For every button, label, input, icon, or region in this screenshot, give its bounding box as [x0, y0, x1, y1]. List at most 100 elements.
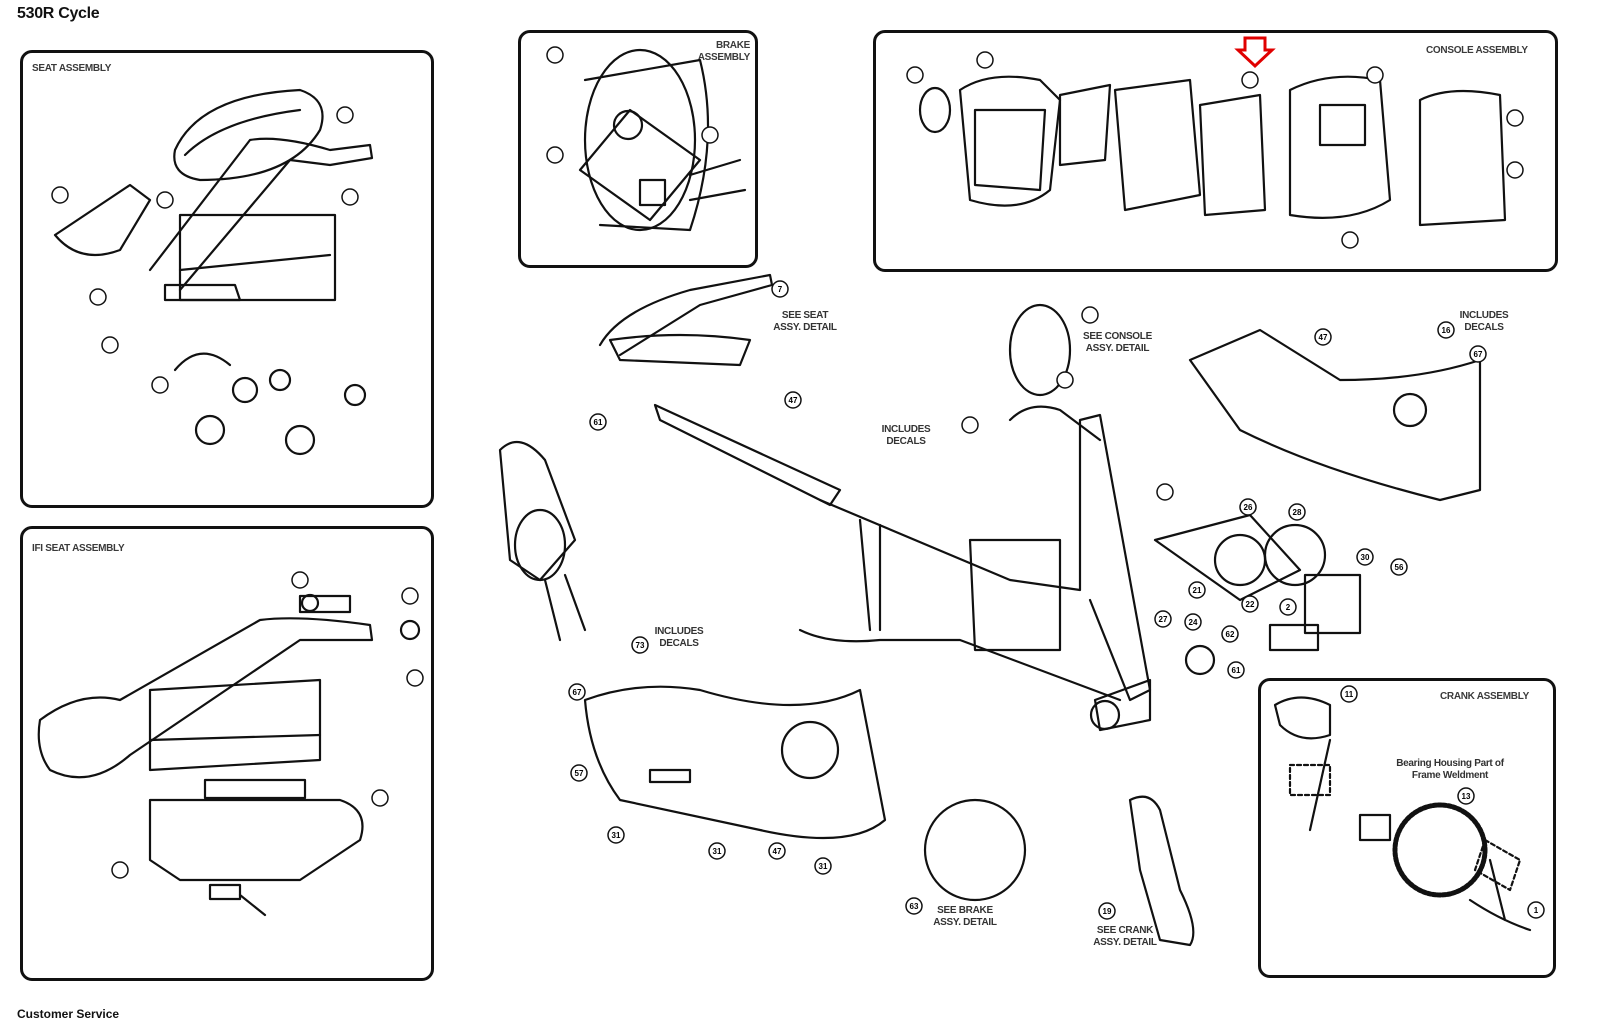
callout-balloon [401, 587, 419, 605]
callout-balloon [905, 897, 923, 915]
callout-balloon [568, 683, 586, 701]
callout-number: 61 [594, 418, 603, 427]
callout-balloon [976, 51, 994, 69]
see-crank-caption: SEE CRANK ASSY. DETAIL [1093, 925, 1157, 948]
callout-balloon [51, 186, 69, 204]
callout-balloon [291, 571, 309, 589]
console-assembly-panel [873, 30, 1558, 272]
callout-balloon [1390, 558, 1408, 576]
callout-balloon [546, 46, 564, 64]
callout-number: 56 [1395, 563, 1404, 572]
page-title: 530R Cycle [17, 5, 100, 22]
callout-balloon [1279, 598, 1297, 616]
callout-balloon [1239, 498, 1257, 516]
highlight-arrow-icon [1234, 36, 1276, 69]
callout-balloon [1469, 345, 1487, 363]
callout-number: 11 [1345, 690, 1354, 699]
callout-balloon [111, 861, 129, 879]
callout-balloon [768, 842, 786, 860]
callout-balloon [906, 66, 924, 84]
callout-balloon [814, 857, 832, 875]
callout-balloon [961, 416, 979, 434]
bearing-housing-caption: Bearing Housing Part of Frame Weldment [1396, 758, 1504, 781]
callout-balloon [89, 288, 107, 306]
callout-balloon [1314, 328, 1332, 346]
callout-number: 31 [819, 862, 828, 871]
callout-number: 47 [789, 396, 798, 405]
callout-number: 7 [778, 285, 783, 294]
see-seat-caption: SEE SEAT ASSY. DETAIL [773, 310, 837, 333]
callout-number: 2 [1286, 603, 1291, 612]
callout-balloon [1188, 581, 1206, 599]
brake-assembly-panel [518, 30, 758, 268]
callout-balloon [1506, 109, 1524, 127]
callout-number: 1 [1534, 906, 1539, 915]
callout-balloon [156, 191, 174, 209]
see-brake-caption: SEE BRAKE ASSY. DETAIL [933, 905, 997, 928]
includes-decals-caption: INCLUDES DECALS [881, 424, 931, 447]
callout-balloon [1154, 610, 1172, 628]
callout-balloon [701, 126, 719, 144]
callout-balloon [546, 146, 564, 164]
includes-decals-caption: INCLUDES DECALS [1459, 310, 1509, 333]
callout-number: 31 [612, 831, 621, 840]
callout-balloon [1356, 548, 1374, 566]
brake-assembly-drawing [578, 48, 747, 232]
callout-number: 28 [1293, 508, 1302, 517]
callout-balloon [1184, 613, 1202, 631]
callout-balloon [1098, 902, 1116, 920]
ifi-seat-assembly-title: IFI SEAT ASSEMBLY [32, 543, 125, 554]
callout-number: 73 [636, 641, 645, 650]
includes-decals-caption: INCLUDES DECALS [654, 626, 704, 649]
crank-assembly-title: CRANK ASSEMBLY [1440, 691, 1529, 702]
callout-number: 26 [1244, 503, 1253, 512]
callout-balloon [607, 826, 625, 844]
callout-balloon [1527, 901, 1545, 919]
callout-number: 24 [1189, 618, 1198, 627]
callout-number: 47 [1319, 333, 1328, 342]
callout-number: 22 [1246, 600, 1255, 609]
callout-balloon [1081, 306, 1099, 324]
callout-balloon [570, 764, 588, 782]
ifi-seat-assembly-drawing [37, 593, 421, 917]
callout-balloon [1366, 66, 1384, 84]
callout-balloon [784, 391, 802, 409]
callout-balloon [1056, 371, 1074, 389]
callout-number: 57 [575, 769, 584, 778]
callout-number: 63 [910, 902, 919, 911]
callout-number: 62 [1226, 630, 1235, 639]
callout-balloon [1437, 321, 1455, 339]
callout-balloon [1156, 483, 1174, 501]
crank-assembly-drawing [1273, 696, 1532, 932]
callout-number: 16 [1442, 326, 1451, 335]
ifi-seat-assembly-panel [20, 526, 434, 981]
callout-number: 21 [1193, 586, 1202, 595]
callout-balloon [1241, 595, 1259, 613]
callout-balloon [771, 280, 789, 298]
callout-balloon [1241, 71, 1259, 89]
callout-balloon [589, 413, 607, 431]
console-assembly-drawing [918, 75, 1507, 227]
callout-balloon [341, 188, 359, 206]
callout-balloon [1506, 161, 1524, 179]
main-frame-drawing [498, 273, 1482, 947]
callout-number: 47 [773, 847, 782, 856]
callout-balloon [708, 842, 726, 860]
callout-number: 30 [1361, 553, 1370, 562]
seat-assembly-drawing [53, 88, 374, 456]
callout-number: 67 [1474, 350, 1483, 359]
callout-number: 31 [713, 847, 722, 856]
callout-balloon [406, 669, 424, 687]
callout-number: 67 [573, 688, 582, 697]
callout-balloon [101, 336, 119, 354]
seat-assembly-panel [20, 50, 434, 508]
seat-assembly-title: SEAT ASSEMBLY [32, 63, 112, 74]
callout-balloon [151, 376, 169, 394]
callout-number: 13 [1462, 792, 1471, 801]
console-assembly-title: CONSOLE ASSEMBLY [1426, 45, 1528, 56]
callout-number: 61 [1232, 666, 1241, 675]
brake-assembly-title: BRAKE ASSEMBLY [697, 40, 751, 63]
callout-number: 27 [1159, 615, 1168, 624]
see-console-caption: SEE CONSOLE ASSY. DETAIL [1083, 331, 1152, 354]
